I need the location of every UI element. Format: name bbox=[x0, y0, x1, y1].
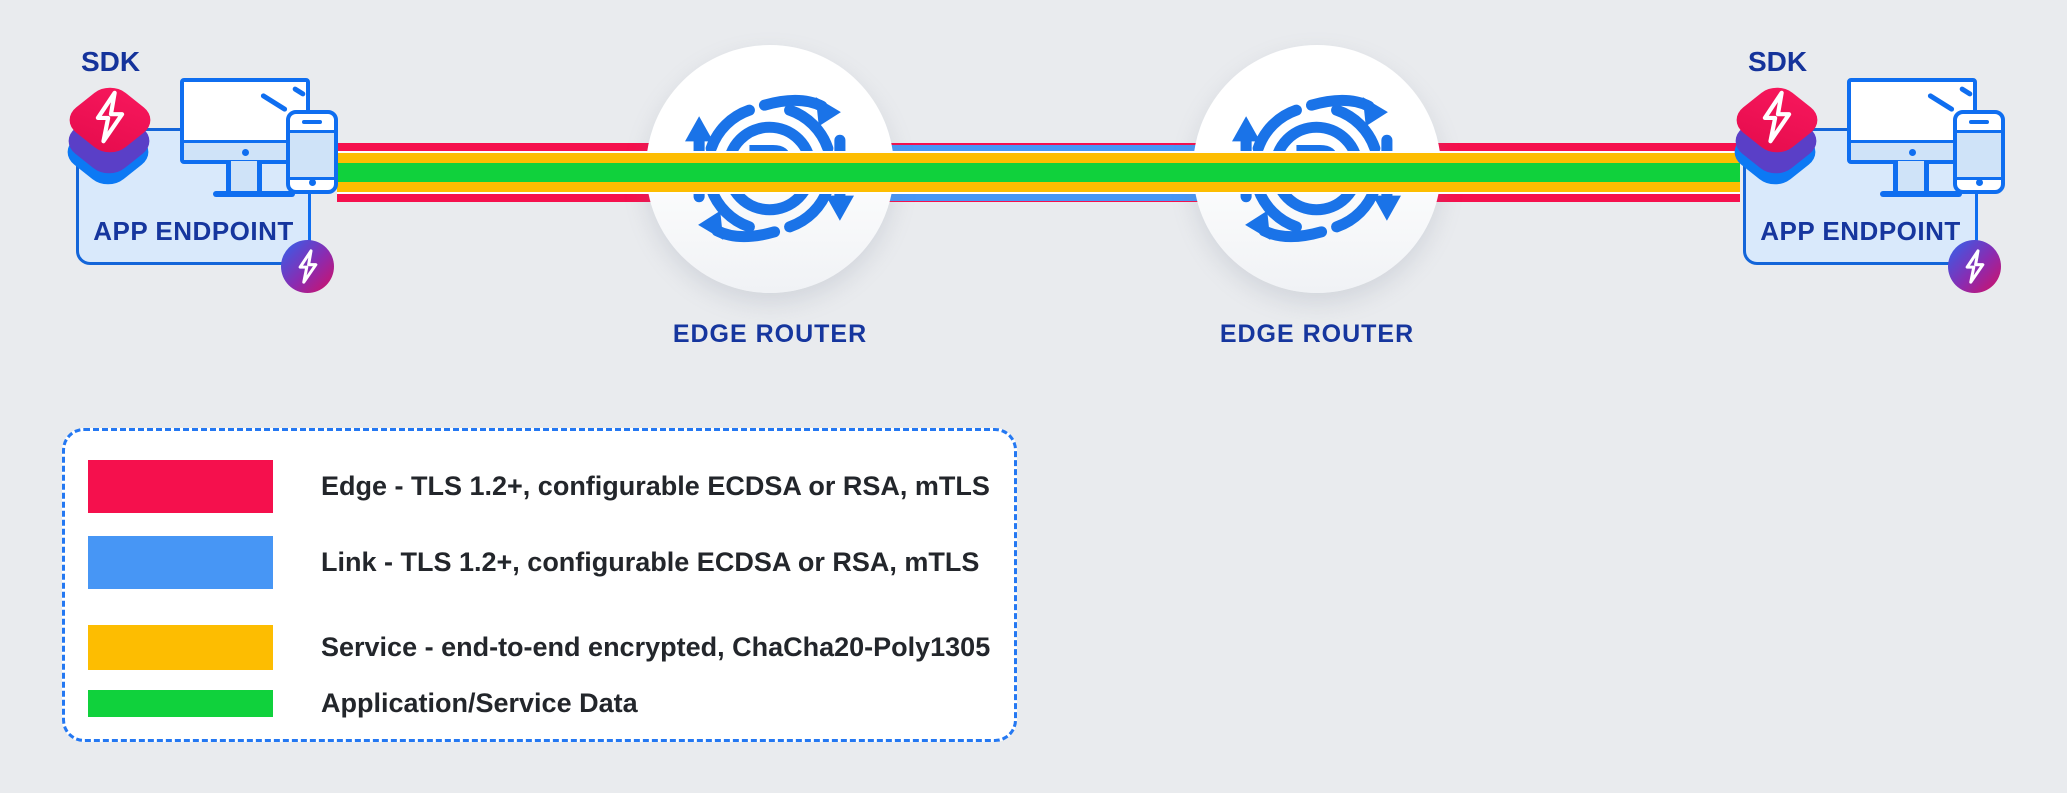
monitor-base bbox=[213, 191, 295, 197]
app-endpoint-label: APP ENDPOINT bbox=[1760, 216, 1961, 246]
router-icon-letter: R bbox=[745, 132, 794, 208]
app-endpoint-left: SDK APP ENDPOINT bbox=[55, 40, 345, 296]
monitor-dot bbox=[242, 149, 249, 156]
sdk-label: SDK bbox=[1748, 46, 1808, 77]
ziti-bolt-icon bbox=[298, 249, 317, 284]
phone-badge-connector bbox=[1975, 190, 1978, 250]
edge-router-left: R EDGE ROUTER bbox=[646, 45, 894, 385]
legend-row-service: Service - end-to-end encrypted, ChaCha20… bbox=[88, 625, 990, 670]
legend-label-service: Service - end-to-end encrypted, ChaCha20… bbox=[321, 632, 991, 662]
phone-home-button bbox=[1975, 179, 1983, 186]
legend-box: Edge - TLS 1.2+, configurable ECDSA or R… bbox=[62, 428, 1017, 742]
ziti-badge bbox=[1948, 240, 2001, 293]
phone-speaker bbox=[302, 120, 322, 124]
phone-icon bbox=[1953, 110, 2005, 194]
monitor-dot bbox=[1909, 149, 1916, 156]
legend-swatch-edge bbox=[88, 460, 273, 513]
ziti-badge bbox=[281, 240, 334, 293]
legend-label-data: Application/Service Data bbox=[321, 688, 638, 718]
app-endpoint-label: APP ENDPOINT bbox=[93, 216, 294, 246]
router-icon-letter: R bbox=[1292, 132, 1341, 208]
edge-router-label: EDGE ROUTER bbox=[672, 320, 868, 348]
link-line-top bbox=[770, 144, 1317, 152]
legend-row-edge: Edge - TLS 1.2+, configurable ECDSA or R… bbox=[88, 460, 990, 513]
legend-row-data: Application/Service Data bbox=[88, 688, 638, 718]
legend-swatch-data bbox=[88, 690, 273, 717]
monitor-stand bbox=[226, 161, 262, 193]
link-line-bottom bbox=[770, 193, 1317, 201]
legend-swatch-service bbox=[88, 625, 273, 670]
router-icon: R bbox=[1232, 94, 1401, 243]
router-icon: R bbox=[685, 94, 854, 243]
edge-router-label: EDGE ROUTER bbox=[1219, 320, 1415, 348]
phone-icon bbox=[286, 110, 338, 194]
monitor-stand bbox=[1893, 161, 1929, 193]
ziti-bolt-icon bbox=[1965, 249, 1984, 284]
phone-speaker bbox=[1969, 120, 1989, 124]
legend-label-edge: Edge - TLS 1.2+, configurable ECDSA or R… bbox=[321, 471, 990, 501]
ziti-bolt-icon bbox=[95, 90, 125, 144]
ziti-bolt-icon bbox=[1762, 90, 1792, 144]
legend-label-link: Link - TLS 1.2+, configurable ECDSA or R… bbox=[321, 547, 980, 577]
edge-router-right: R EDGE ROUTER bbox=[1193, 45, 1441, 385]
legend-row-link: Link - TLS 1.2+, configurable ECDSA or R… bbox=[88, 536, 979, 589]
phone-screen bbox=[290, 130, 334, 180]
monitor-base bbox=[1880, 191, 1962, 197]
app-endpoint-right: SDK APP ENDPOINT bbox=[1722, 40, 2012, 296]
legend-swatch-link bbox=[88, 536, 273, 589]
phone-home-button bbox=[308, 179, 316, 186]
phone-screen bbox=[1957, 130, 2001, 180]
phone-badge-connector bbox=[308, 190, 311, 250]
connection-lines-under bbox=[337, 0, 1740, 793]
sdk-label: SDK bbox=[81, 46, 141, 77]
